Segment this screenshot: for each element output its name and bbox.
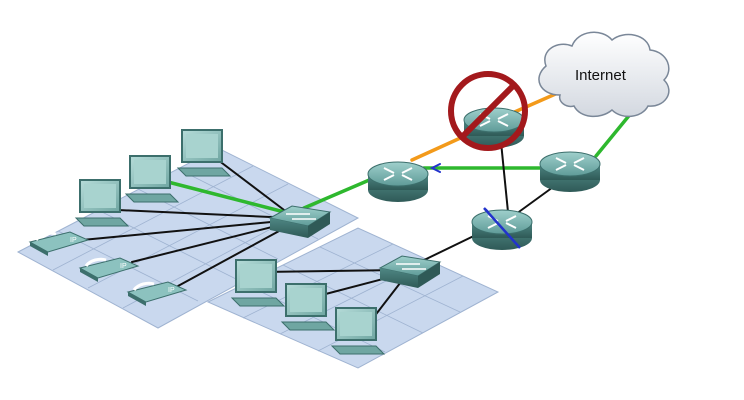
internet-label: Internet xyxy=(575,67,627,84)
link-switch-router-left-active xyxy=(302,176,376,210)
pc-2 xyxy=(124,155,180,203)
router-arrows-icon xyxy=(479,113,509,127)
pc-4 xyxy=(230,259,286,307)
router-left xyxy=(367,161,429,202)
internet-cloud: Internet xyxy=(538,31,670,118)
blocked-port-mark-overlay xyxy=(483,207,521,249)
ip-phone-label: IP xyxy=(70,237,77,244)
ip-phone-label: IP xyxy=(168,287,175,294)
blocked-port-arrow xyxy=(429,163,441,173)
handset-icon xyxy=(84,257,107,267)
link-switch-pc2-active xyxy=(166,180,294,216)
link-router-bottom-switch-lower xyxy=(419,231,483,263)
ip-phone-1: IP xyxy=(28,231,90,256)
router-arrows-icon xyxy=(383,167,413,181)
router-arrows-icon xyxy=(555,157,585,171)
handset-icon xyxy=(34,231,57,241)
link-switch-pc1 xyxy=(217,159,293,217)
link-switch-pc3 xyxy=(117,209,293,219)
switch-arrows-icon xyxy=(396,263,426,270)
ip-phone-2: IP xyxy=(78,257,140,282)
pc-1 xyxy=(176,129,232,177)
link-router-top-internet-failed xyxy=(508,90,562,116)
switch-upper xyxy=(268,205,332,238)
ip-phone-label: IP xyxy=(120,263,127,270)
switch-arrows-icon xyxy=(286,213,316,220)
link-switch-phone1 xyxy=(81,219,293,241)
links xyxy=(81,90,634,323)
link-switch-phone2 xyxy=(131,221,293,263)
link-switch-phone3 xyxy=(177,223,293,287)
pc-3 xyxy=(74,179,130,227)
router-bottom xyxy=(471,209,533,250)
link-router-right-internet-active xyxy=(594,110,634,158)
prohibited-icon xyxy=(448,71,528,151)
handset-icon xyxy=(132,281,155,291)
ip-phone-3: IP xyxy=(126,281,188,306)
switch-lower xyxy=(378,255,442,288)
pc-6 xyxy=(330,307,386,355)
link-switch-lower-pc4 xyxy=(261,269,401,273)
pc-5 xyxy=(280,283,336,331)
router-right xyxy=(539,151,601,192)
